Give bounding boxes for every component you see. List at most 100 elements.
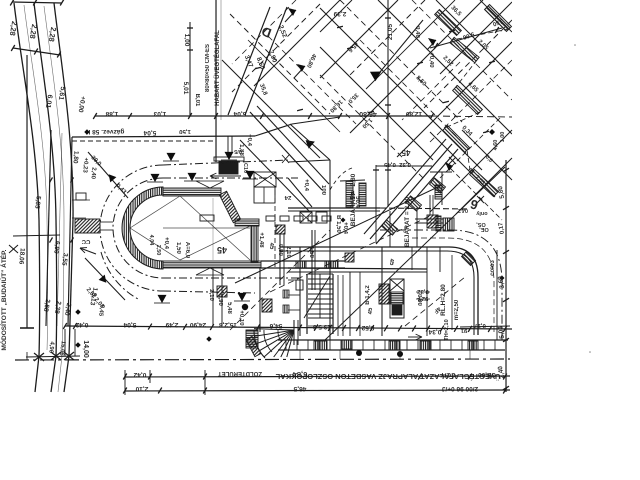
svg-text:gázvez. 58 H: gázvez. 58 H — [85, 128, 124, 135]
svg-text:CC: CC — [81, 238, 90, 244]
svg-text:only: only — [475, 210, 487, 216]
svg-text:HABART ÜVEGTÉGLAFAL: HABART ÜVEGTÉGLAFAL — [213, 30, 221, 106]
svg-text:91: 91 — [460, 327, 467, 333]
svg-text:2,40: 2,40 — [497, 365, 506, 379]
svg-text:13 5,8: 13 5,8 — [313, 323, 331, 330]
svg-text:+0,4: +0,4 — [246, 134, 252, 147]
svg-text:+0,4: +0,4 — [303, 179, 309, 192]
svg-text:0,32: 0,32 — [417, 288, 429, 294]
svg-text:6,01: 6,01 — [44, 94, 53, 109]
svg-text:3,55: 3,55 — [60, 252, 69, 266]
svg-text:ZÖLDTERÜLET: ZÖLDTERÜLET — [218, 370, 262, 377]
svg-text:5,01: 5,01 — [182, 82, 189, 95]
svg-text:4,04: 4,04 — [148, 235, 154, 247]
svg-text:5,04: 5,04 — [143, 129, 156, 136]
svg-text:2,40: 2,40 — [63, 302, 72, 316]
svg-text:+1,48: +1,48 — [258, 232, 264, 248]
svg-text:80×80×50 CM-ES: 80×80×50 CM-ES — [205, 44, 211, 92]
svg-text:1,50: 1,50 — [179, 128, 191, 134]
svg-text:B,01: B,01 — [194, 94, 200, 107]
svg-text:2,40: 2,40 — [89, 167, 96, 180]
svg-text:0,42: 0,42 — [75, 321, 88, 328]
svg-text:15,2,8: 15,2,8 — [219, 321, 237, 328]
svg-text:0,90: 0,90 — [416, 294, 422, 306]
svg-text:45: 45 — [401, 148, 410, 157]
svg-text:B 1,50: B 1,50 — [335, 215, 341, 233]
svg-text:45: 45 — [217, 245, 227, 255]
svg-text:50,4: 50,4 — [354, 196, 360, 208]
svg-text:2,10: 2,10 — [135, 385, 148, 392]
svg-text:24,90: 24,90 — [189, 321, 206, 328]
svg-text:1,88: 1,88 — [105, 110, 118, 117]
svg-text:1,80: 1,80 — [71, 151, 79, 165]
svg-text:5,80: 5,80 — [497, 185, 506, 199]
svg-text:7,05: 7,05 — [474, 174, 486, 186]
svg-text:0,17: 0,17 — [498, 221, 506, 234]
svg-text:2,39: 2,39 — [333, 10, 346, 17]
svg-text:0&2: 0&2 — [458, 207, 468, 213]
svg-text:18,06: 18,06 — [17, 248, 25, 265]
svg-text:5,06: 5,06 — [461, 30, 475, 40]
svg-text:3,60: 3,60 — [497, 275, 506, 289]
svg-text:35,8: 35,8 — [258, 83, 268, 97]
svg-text:5,04: 5,04 — [233, 110, 246, 117]
svg-text:92Y: 92Y — [418, 295, 429, 301]
svg-text:12,80: 12,80 — [405, 110, 422, 117]
svg-text:1,50: 1,50 — [308, 246, 314, 258]
svg-text:1,00: 1,00 — [183, 34, 190, 47]
svg-text:1,50: 1,50 — [175, 242, 181, 254]
svg-text:54,6: 54,6 — [269, 322, 282, 329]
svg-text:0,45: 0,45 — [97, 304, 105, 317]
svg-text:1,03: 1,03 — [153, 110, 166, 117]
svg-text:0,17: 0,17 — [474, 322, 486, 328]
svg-text:OE,: OE, — [479, 226, 489, 232]
svg-text:0,32: 0,32 — [399, 161, 411, 167]
svg-text:+0,4: +0,4 — [163, 237, 169, 250]
svg-text:2/00 96 0+/J: 2/00 96 0+/J — [441, 385, 478, 392]
svg-text:100: 100 — [320, 185, 326, 196]
svg-text:3,47: 3,47 — [243, 54, 254, 69]
svg-text:2,52: 2,52 — [277, 24, 288, 39]
svg-text:4F: 4F — [432, 305, 441, 314]
svg-text:0/5: 0/5 — [234, 148, 242, 154]
svg-text:5,04: 5,04 — [123, 321, 136, 328]
svg-text:1,88: 1,88 — [238, 144, 244, 156]
svg-text:1,9,13: 1,9,13 — [88, 287, 98, 306]
svg-text:0,0: 0,0 — [484, 154, 494, 164]
svg-text:2,49: 2,49 — [165, 321, 178, 328]
svg-text:+0,00: +0,00 — [77, 96, 87, 114]
svg-text:0,42: 0,42 — [133, 371, 146, 378]
svg-text:5,85: 5,85 — [33, 195, 42, 209]
svg-text:2,38: 2,38 — [53, 300, 62, 314]
svg-text:45: 45 — [348, 192, 355, 200]
svg-text:15,06: 15,06 — [58, 340, 66, 356]
svg-text:0,45: 0,45 — [384, 161, 396, 167]
svg-text:BEJÁRAT = 2,90: BEJÁRAT = 2,90 — [402, 196, 411, 247]
svg-text:2,28: 2,28 — [28, 23, 39, 39]
svg-text:0,90: 0,90 — [277, 244, 283, 256]
svg-text:CE,00: CE,00 — [478, 371, 496, 378]
svg-text:B 1,4,2: B 1,4,2 — [365, 285, 371, 305]
svg-text:TH=2,10: TH=2,10 — [444, 319, 450, 340]
svg-text:45: 45 — [268, 243, 274, 250]
svg-text:9: 9 — [469, 196, 480, 212]
svg-text:2,10: 2,10 — [285, 246, 291, 258]
svg-text:RL.H=2,80: RL.H=2,80 — [440, 284, 447, 316]
svg-text:MÓDOSÍTOTT „BUDAIÚT” ÁTÉP.: MÓDOSÍTOTT „BUDAIÚT” ÁTÉP. — [0, 249, 8, 350]
svg-text:OS,: OS, — [476, 221, 486, 227]
svg-text:21,05: 21,05 — [387, 23, 394, 40]
svg-text:CC/Y: CC/Y — [440, 371, 456, 378]
svg-text:2,28: 2,28 — [47, 26, 58, 42]
svg-text:8,52: 8,52 — [361, 324, 374, 331]
svg-text:2,10: 2,10 — [208, 289, 214, 301]
svg-text:+0,10: +0,10 — [238, 310, 244, 326]
svg-text:+0,23: +0,23 — [81, 157, 88, 173]
svg-text:5,04: 5,04 — [497, 325, 506, 339]
svg-text:+0,40: +0,40 — [428, 52, 434, 68]
svg-text:C10: C10 — [242, 163, 248, 173]
svg-text:5,61: 5,61 — [57, 86, 66, 101]
svg-text:46,5: 46,5 — [293, 385, 306, 392]
svg-text:m=2,50: m=2,50 — [454, 299, 460, 320]
svg-text:14,00: 14,00 — [82, 340, 89, 358]
svg-text:46,80: 46,80 — [359, 110, 377, 117]
